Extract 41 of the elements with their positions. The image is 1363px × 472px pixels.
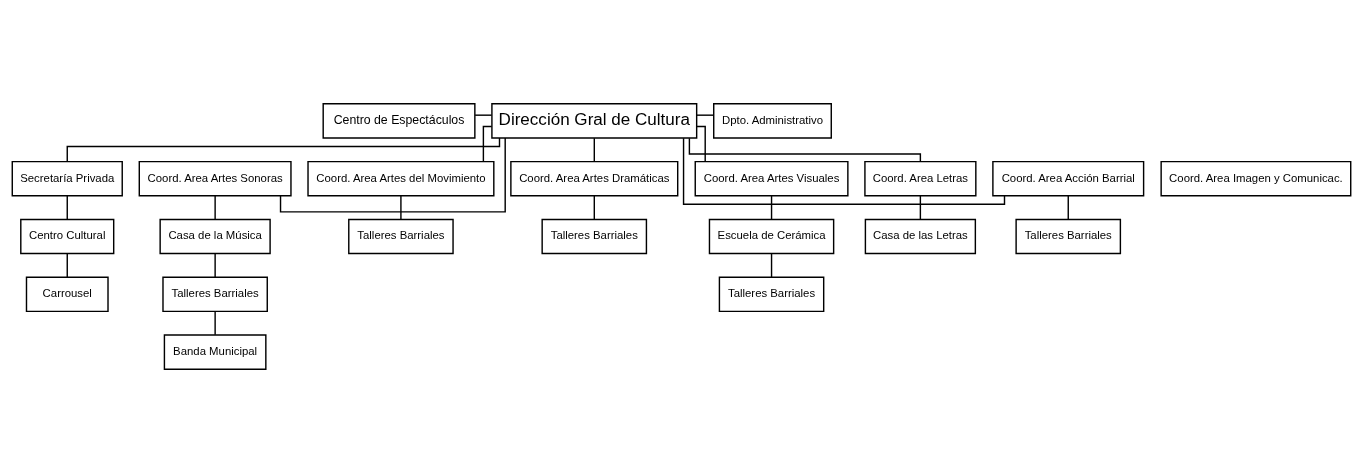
node-box: Coord. Area Artes del Movimiento xyxy=(307,160,495,196)
node-box: Coord. Area Artes Dramáticas xyxy=(510,160,679,196)
node-box: Secretaría Privada xyxy=(11,160,123,196)
connector xyxy=(66,136,501,162)
connector xyxy=(770,194,773,220)
connector xyxy=(696,125,706,162)
connector xyxy=(688,137,922,162)
connector xyxy=(214,252,216,278)
connector xyxy=(696,113,715,116)
node-box: Talleres Barriales xyxy=(718,276,825,312)
connector xyxy=(66,252,68,278)
node-box: Coord. Area Artes Visuales xyxy=(694,160,849,196)
node-box: Escuela de Cerámica xyxy=(708,218,835,254)
node-box: Centro Cultural xyxy=(20,218,115,254)
node-box: Coord. Area Artes Sonoras xyxy=(138,160,292,196)
node-box: Coord. Area Letras xyxy=(864,160,977,196)
node-box: Talleres Barriales xyxy=(348,218,454,254)
connector xyxy=(1067,194,1069,220)
node-box: Casa de la Música xyxy=(159,218,271,254)
connector xyxy=(593,194,595,220)
connector xyxy=(482,125,493,162)
node-box: Banda Municipal xyxy=(163,333,267,370)
node-box: Talleres Barriales xyxy=(1015,218,1122,254)
node-box: Dpto. Administrativo xyxy=(713,102,832,139)
connector xyxy=(770,252,773,278)
connector xyxy=(214,310,216,335)
node-box: Talleres Barriales xyxy=(162,276,268,312)
connector xyxy=(214,194,216,220)
connector xyxy=(593,137,595,162)
node-box: Dirección Gral de Cultura xyxy=(491,102,698,139)
connector xyxy=(919,194,922,220)
node-box: Carrousel xyxy=(25,276,109,312)
connector xyxy=(66,194,68,220)
connector xyxy=(682,136,1006,205)
node-box: Coord. Area Acción Barrial xyxy=(992,160,1145,196)
node-box: Casa de las Letras xyxy=(864,218,977,254)
node-box: Coord. Area Imagen y Comunicac. xyxy=(1160,160,1352,196)
node-box: Talleres Barriales xyxy=(541,218,648,254)
connector xyxy=(474,113,493,116)
node-box: Centro de Espectáculos xyxy=(322,102,476,139)
connector xyxy=(400,194,402,220)
